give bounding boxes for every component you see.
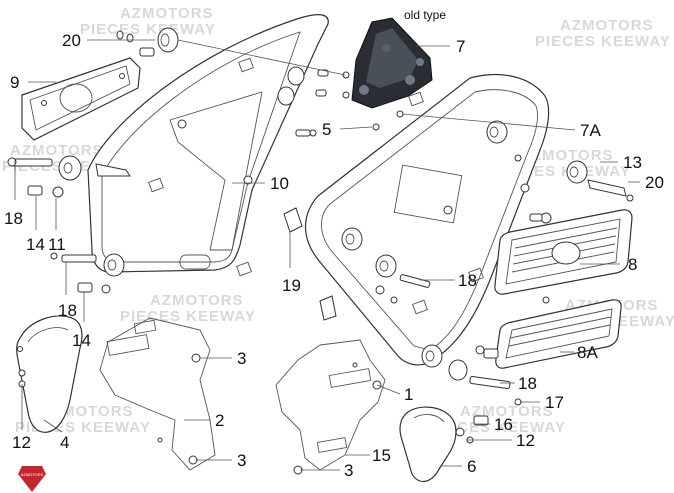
- part-19-clip: [283, 207, 337, 321]
- callout-3: 3: [344, 461, 353, 480]
- callout-15: 15: [372, 446, 391, 465]
- callout-18: 18: [518, 374, 537, 393]
- callout-8: 8: [628, 255, 637, 274]
- part-8a-grille-lower: [495, 299, 622, 369]
- watermark-azmotors: AZMOTORS: [120, 5, 214, 22]
- callout-11: 11: [48, 235, 66, 254]
- watermark-keeway: PIECES KEEWAY: [535, 33, 671, 50]
- callout-1: 1: [404, 385, 413, 404]
- callout-12: 12: [12, 433, 31, 452]
- callout-6: 6: [467, 457, 476, 476]
- grommets-left-cover: [277, 66, 350, 106]
- part-2-gasket: [99, 317, 216, 471]
- callout-labels: 20 9 18 14 11 18 14 12 4 2 3 3 10 19 5 7…: [4, 31, 664, 480]
- part-8-grille: [494, 209, 633, 304]
- callout-16: 16: [494, 415, 513, 434]
- callout-18: 18: [58, 301, 77, 320]
- watermark-azmotors: AZMOTORS: [150, 292, 244, 309]
- watermark-azmotors: AZMOTORS: [560, 17, 654, 34]
- callout-18: 18: [458, 271, 477, 290]
- part-6-small-cover: [399, 406, 457, 483]
- callout-4: 4: [60, 433, 69, 452]
- callout-20: 20: [645, 173, 664, 192]
- callout-7a: 7A: [580, 121, 601, 140]
- watermark-azmotors: AZMOTORS: [10, 142, 104, 159]
- part-4-small-cover: [16, 315, 83, 433]
- callout-3: 3: [237, 451, 246, 470]
- watermark-keeway: PIECES KEEWAY: [80, 21, 216, 38]
- part-7-old-type-photo: [351, 17, 433, 109]
- callout-14: 14: [72, 331, 91, 350]
- part-15-gasket: [275, 339, 386, 475]
- watermark-azmotors: AZMOTORS: [520, 147, 614, 164]
- part-1-right-side-cover: [305, 73, 550, 368]
- callout-17: 17: [545, 393, 564, 412]
- callout-2: 2: [215, 411, 224, 430]
- logo-text: AZMOTORS: [21, 472, 44, 477]
- leader-lines: [14, 39, 640, 471]
- part-10-left-side-cover: [87, 14, 329, 277]
- part-13-20-right-hardware: [566, 160, 634, 202]
- part-9-plate: [21, 57, 141, 141]
- callout-14: 14: [26, 235, 45, 254]
- brand-logo: AZMOTORS: [18, 466, 46, 492]
- callout-20: 20: [62, 31, 81, 50]
- callout-7: 7: [456, 37, 465, 56]
- part-20-grommet-top: [116, 27, 179, 57]
- part-5-bolt: [295, 110, 522, 162]
- callout-13: 13: [623, 153, 642, 172]
- hardware-right-lower: [375, 274, 522, 444]
- callout-10: 10: [270, 174, 289, 193]
- callout-5: 5: [322, 120, 331, 139]
- callout-3: 3: [237, 349, 246, 368]
- callout-18: 18: [4, 209, 23, 228]
- callout-19: 19: [282, 276, 301, 295]
- hardware-left-stack: [7, 155, 131, 294]
- callout-12: 12: [516, 431, 535, 450]
- callout-9: 9: [10, 73, 19, 92]
- old-type-label: old type: [404, 8, 446, 22]
- callout-8a: 8A: [577, 343, 598, 362]
